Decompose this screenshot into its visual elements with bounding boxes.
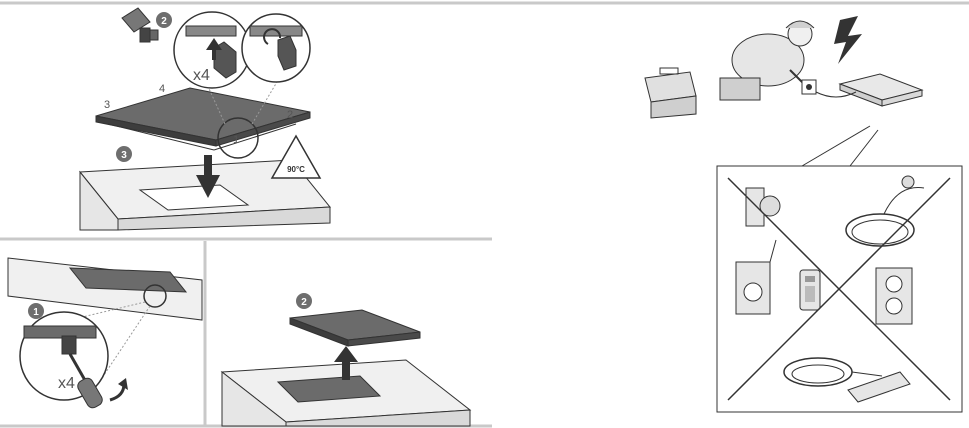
- safety-panel: [644, 16, 963, 413]
- screwdriver-zoom: [19, 311, 128, 409]
- rotate-arrow-icon: [109, 383, 126, 402]
- hob-plate: [95, 87, 311, 151]
- extension-cord-power-strip-icon: [783, 357, 911, 403]
- install-panel: 3 4 2 1 2 x4 3: [78, 7, 332, 231]
- extension-reel-icon: [845, 175, 925, 247]
- toolbox-icon: [644, 67, 697, 119]
- step-badge-2: [156, 12, 172, 28]
- remove-step-badge-2-number: 2: [301, 297, 307, 308]
- power-cable: [815, 91, 857, 98]
- installed-hob: [68, 267, 188, 293]
- removal-panel-right: 2: [220, 293, 472, 427]
- cutout-dark: [276, 375, 382, 403]
- lightning-icon: [834, 16, 862, 64]
- step-badge-3-number: 3: [121, 150, 127, 161]
- clip-locator-circle: [143, 284, 167, 308]
- rotate-arrow-icon: [263, 28, 282, 45]
- screwdriver-icon: [77, 377, 103, 409]
- temperature-warning-icon: [270, 134, 322, 179]
- step-badge-2-number: 2: [161, 16, 167, 27]
- remove-step-badge-2: [296, 293, 312, 309]
- down-arrow-icon: [196, 155, 220, 198]
- clip-callout-circle: [217, 117, 259, 159]
- screwdriver-shaft: [68, 353, 88, 383]
- clip-zoom-right: [241, 13, 311, 83]
- clip-count: x4: [193, 67, 210, 84]
- remote-control-icon: [799, 269, 821, 311]
- remove-step-badge-1-number: 1: [33, 307, 39, 318]
- hob-icon: [838, 73, 924, 107]
- wireless-socket-icon: [735, 239, 777, 315]
- temperature-label: 90°C: [287, 165, 305, 174]
- corner-label-2: 2: [287, 109, 293, 121]
- corner-label-3: 3: [104, 99, 110, 111]
- step-badge-3: [116, 146, 132, 162]
- electrician-icon: [719, 20, 815, 101]
- callout-guide: [251, 59, 291, 125]
- clip-zoom-left: [173, 11, 251, 89]
- corner-label-1: 1: [233, 134, 239, 146]
- forbidden-cross-line: [727, 177, 951, 401]
- up-arrow-icon: [206, 38, 222, 50]
- up-arrow-icon: [334, 346, 358, 380]
- double-socket-icon: [875, 267, 913, 325]
- wall-socket-icon: [801, 79, 817, 95]
- remove-step-badge-1: [28, 303, 44, 319]
- cutout: [138, 184, 250, 211]
- corner-label-4: 4: [159, 83, 165, 95]
- removal-panel-left: 1 x4: [7, 257, 203, 409]
- screw-count: x4: [58, 375, 75, 392]
- multi-adapter-icon: [745, 187, 781, 227]
- clip-part-icon: [121, 7, 159, 43]
